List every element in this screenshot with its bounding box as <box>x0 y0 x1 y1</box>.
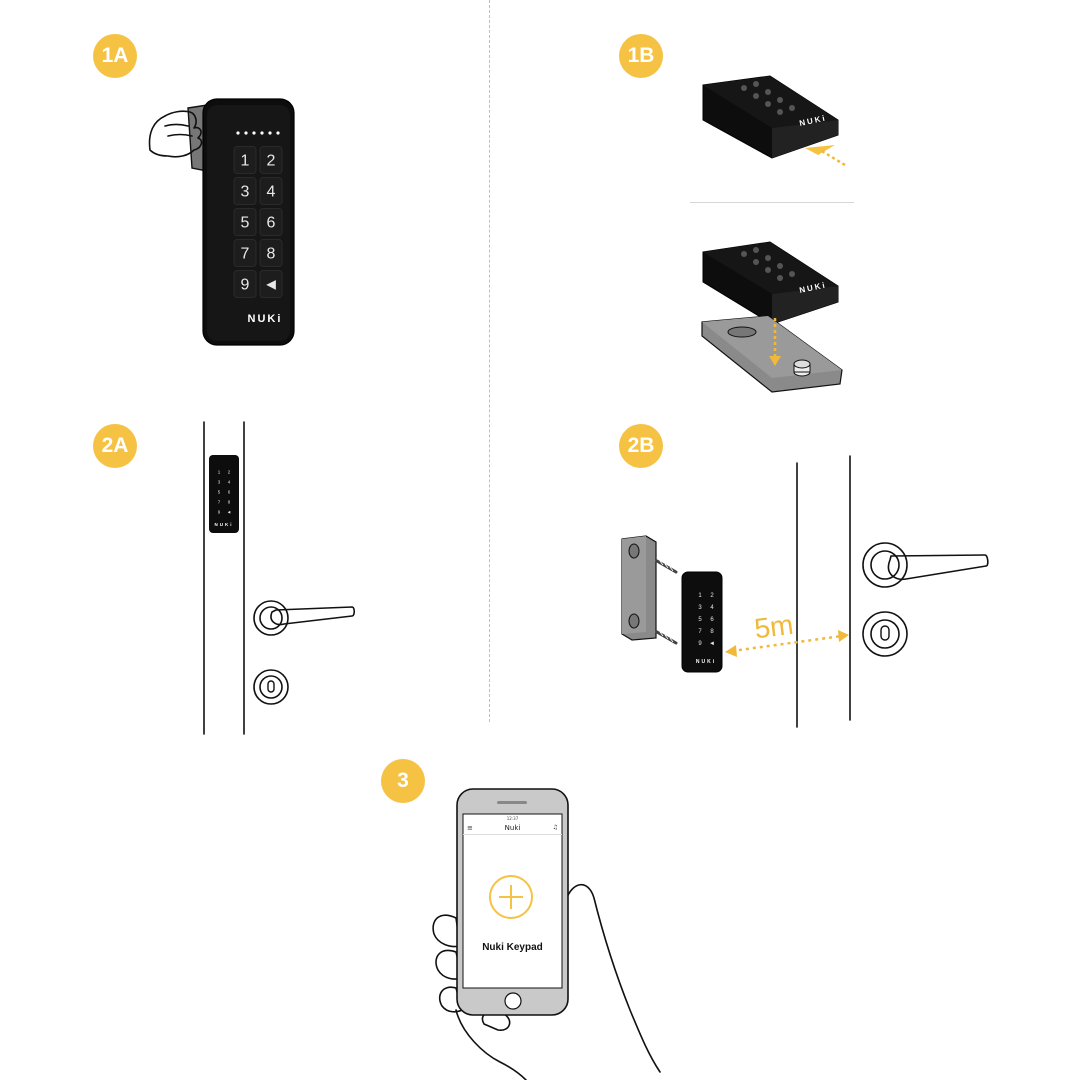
door-handle-2b <box>862 542 989 588</box>
keypad-key: 8 <box>267 246 276 263</box>
keypad-key: 4 <box>710 605 714 611</box>
keypad-key: 2 <box>228 470 231 475</box>
keyhole-2a <box>253 669 289 705</box>
keypad-key: 1 <box>241 153 250 170</box>
key-cell <box>259 177 283 205</box>
keypad-key: 8 <box>710 629 714 635</box>
distance-indicator: 5m <box>725 609 849 657</box>
slanted-keys-bottom <box>741 247 795 281</box>
key-cell <box>259 239 283 267</box>
keypad-brand-label: NUKi <box>248 313 283 325</box>
menu-icon[interactable]: ≡ <box>467 824 473 832</box>
keypad-key: ◄ <box>263 277 279 294</box>
key-cell <box>233 177 257 205</box>
keypad-key: ◄ <box>709 641 715 647</box>
keypad-brand-label-2a: NUKi <box>215 522 234 527</box>
screw-bottom <box>655 630 678 645</box>
keypad-key: 3 <box>698 605 702 611</box>
step-badge-1a: 1A <box>93 34 137 78</box>
panel-1b-top: NUKi <box>702 75 846 167</box>
keypad-small-2b: 1 2 3 4 5 6 7 8 9 ◄ NUKi <box>681 571 723 673</box>
keypad-keys-2b: 1 2 3 4 5 6 7 8 9 ◄ <box>698 593 715 647</box>
phone-screen: 12:37 ≡ Nuki ♫ Nuki Keypad <box>463 814 562 988</box>
keypad-key: 2 <box>267 153 276 170</box>
keypad-keys-2a: 1 2 3 4 5 6 7 8 9 ◄ <box>218 470 231 515</box>
phone-status-bar: 12:37 <box>463 816 562 824</box>
panel-2a: 1 2 3 4 5 6 7 8 9 ◄ NUKi <box>203 421 356 735</box>
status-time: 12:37 <box>506 816 519 821</box>
keypad-brand-label-2b: NUKi <box>696 659 716 665</box>
battery-slot-highlight <box>805 145 835 155</box>
key-cell <box>259 146 283 174</box>
door-handle-2a <box>253 600 356 636</box>
led-indicators <box>236 131 280 135</box>
panel-2b: 1 2 3 4 5 6 7 8 9 ◄ NUKi 5m <box>621 455 989 728</box>
keypad-key: 7 <box>698 629 702 635</box>
keypad-key: 1 <box>698 593 702 599</box>
add-device-button[interactable] <box>489 875 533 919</box>
slanted-keys-top <box>741 81 795 115</box>
keypad-key: 9 <box>698 641 702 647</box>
keypad-key: 9 <box>218 510 221 515</box>
key-cell <box>233 146 257 174</box>
keypad-key: 5 <box>218 490 221 495</box>
keypad-key: 4 <box>228 480 231 485</box>
hand-holding-phone <box>432 883 661 1080</box>
horizontal-divider-1b <box>690 202 854 203</box>
key-cell <box>259 270 283 298</box>
keypad-key: 7 <box>241 246 250 263</box>
attach-arrow-head <box>769 356 781 366</box>
distance-label: 5m <box>753 609 795 645</box>
keypad-key: 6 <box>228 490 231 495</box>
keypad-key: 2 <box>710 593 714 599</box>
app-title: Nuki <box>504 824 521 832</box>
keypad-key: 5 <box>241 215 250 232</box>
keypad-key: 1 <box>218 470 221 475</box>
keypad-key: 3 <box>241 184 250 201</box>
device-label: Nuki Keypad <box>482 942 543 953</box>
step-badge-2b: 2B <box>619 424 663 468</box>
bell-icon[interactable]: ♫ <box>552 824 558 831</box>
plus-icon-vertical <box>510 885 512 909</box>
mounting-plate-1b <box>701 315 843 393</box>
phone-speaker <box>497 801 527 804</box>
keypad-key: 6 <box>267 215 276 232</box>
step-badge-2a: 2A <box>93 424 137 468</box>
app-header: ≡ Nuki ♫ <box>463 822 562 835</box>
key-cell <box>233 208 257 236</box>
hand-illustration <box>148 110 203 158</box>
insert-arrow <box>819 148 846 167</box>
key-cell <box>259 208 283 236</box>
mounting-plate-2b <box>621 535 657 641</box>
panel-1b-bottom: NUKi <box>701 241 843 393</box>
keypad-key: 3 <box>218 480 221 485</box>
keypad-key: 9 <box>241 277 250 294</box>
keyhole-2b <box>862 611 908 657</box>
phone-home-button <box>504 992 522 1010</box>
keypad-small-2a: 1 2 3 4 5 6 7 8 9 ◄ NUKi <box>209 455 239 533</box>
keypad-key: 5 <box>698 617 702 623</box>
keypad-key: 8 <box>228 500 231 505</box>
step-badge-1b: 1B <box>619 34 663 78</box>
keypad-key: 4 <box>267 184 276 201</box>
keypad-key: 7 <box>218 500 221 505</box>
key-cell <box>233 270 257 298</box>
key-cell <box>233 239 257 267</box>
screw-top <box>655 559 678 574</box>
keypad-key: 6 <box>710 617 714 623</box>
vertical-divider <box>489 0 490 722</box>
step-badge-3: 3 <box>381 759 425 803</box>
keypad-key: ◄ <box>227 510 231 515</box>
